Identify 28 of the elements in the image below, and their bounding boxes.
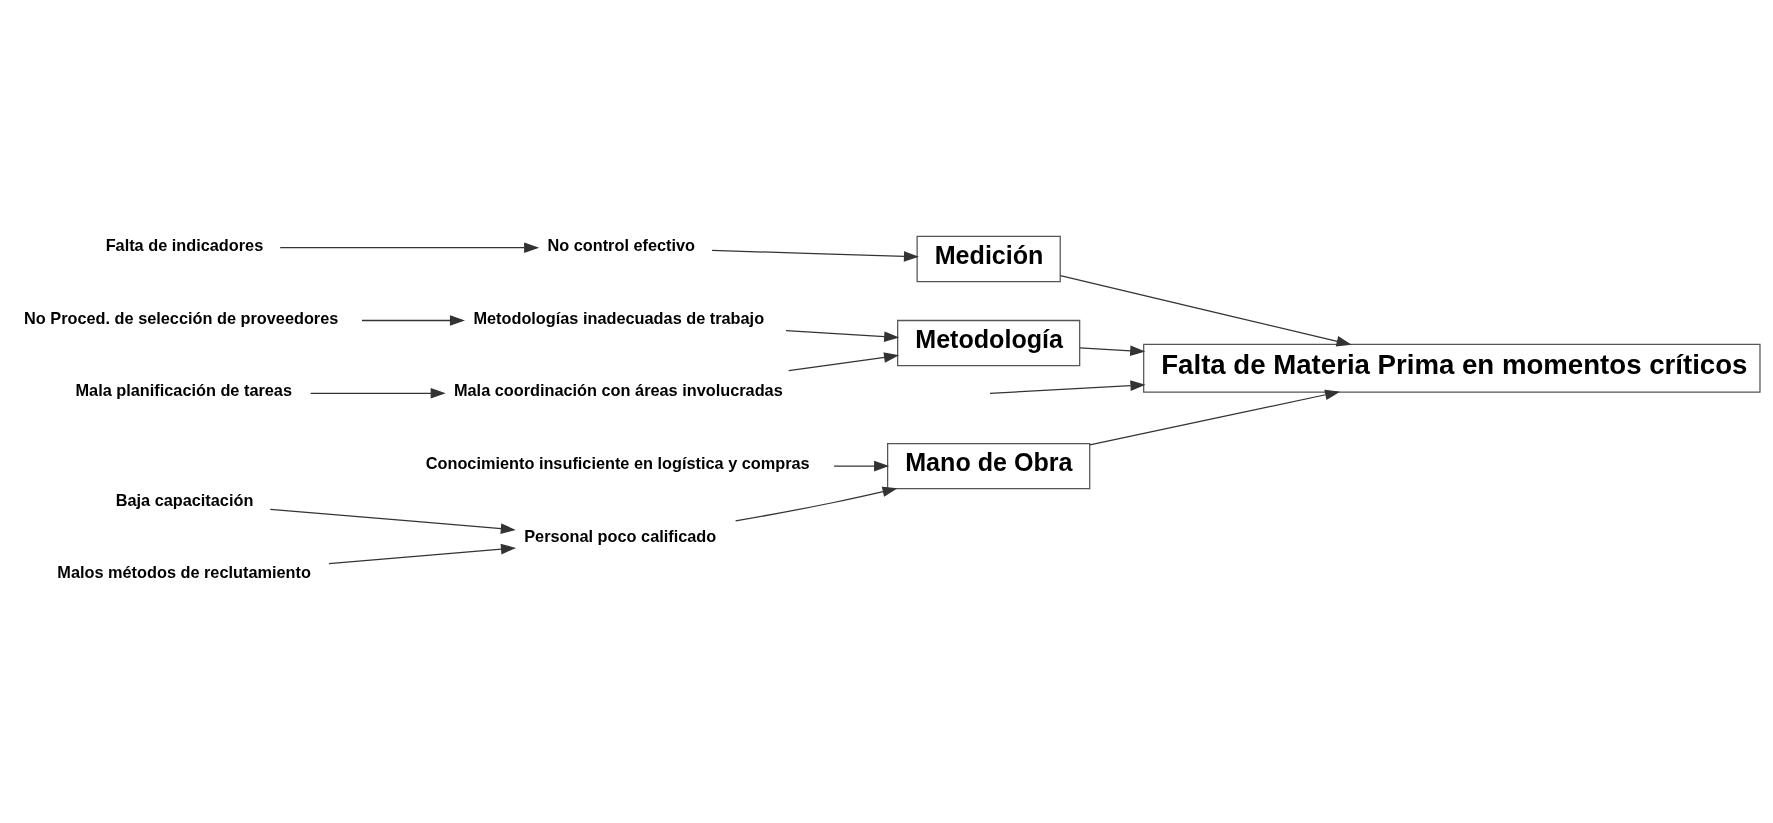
node-box: Mano de Obra bbox=[886, 442, 1090, 490]
arrow bbox=[1078, 345, 1145, 356]
node-text: Personal poco calificado bbox=[523, 526, 716, 545]
arrow bbox=[734, 486, 898, 522]
node-text: Mala planificación de tareas bbox=[75, 381, 292, 400]
node-text: No control efectivo bbox=[546, 235, 695, 254]
arrow bbox=[784, 329, 899, 342]
arrow bbox=[360, 315, 465, 326]
arrow bbox=[787, 352, 899, 372]
arrow bbox=[710, 249, 919, 262]
node-text: Mala coordinación con áreas involucradas bbox=[453, 381, 783, 400]
node-text: No Proced. de selección de proveedores bbox=[23, 308, 338, 327]
node-text: Conocimiento insuficiente en logística y compras bbox=[425, 454, 810, 473]
arrow bbox=[1088, 389, 1340, 446]
arrow bbox=[833, 460, 889, 472]
arrow bbox=[1059, 275, 1352, 347]
arrow bbox=[988, 380, 1145, 394]
node-box: Metodología bbox=[896, 319, 1080, 367]
arrow bbox=[327, 543, 516, 565]
node-text: Baja capacitación bbox=[115, 490, 253, 509]
node-box: Falta de Materia Prima en momentos críticos bbox=[1142, 343, 1761, 393]
node-text: Metodologías inadecuadas de trabajo bbox=[472, 308, 764, 327]
arrow bbox=[279, 242, 539, 253]
node-box: Medición bbox=[916, 235, 1061, 283]
node-text: Malos métodos de reclutamiento bbox=[56, 563, 311, 582]
node-text: Falta de indicadores bbox=[105, 235, 263, 254]
arrow bbox=[309, 388, 446, 399]
arrow bbox=[269, 508, 516, 534]
